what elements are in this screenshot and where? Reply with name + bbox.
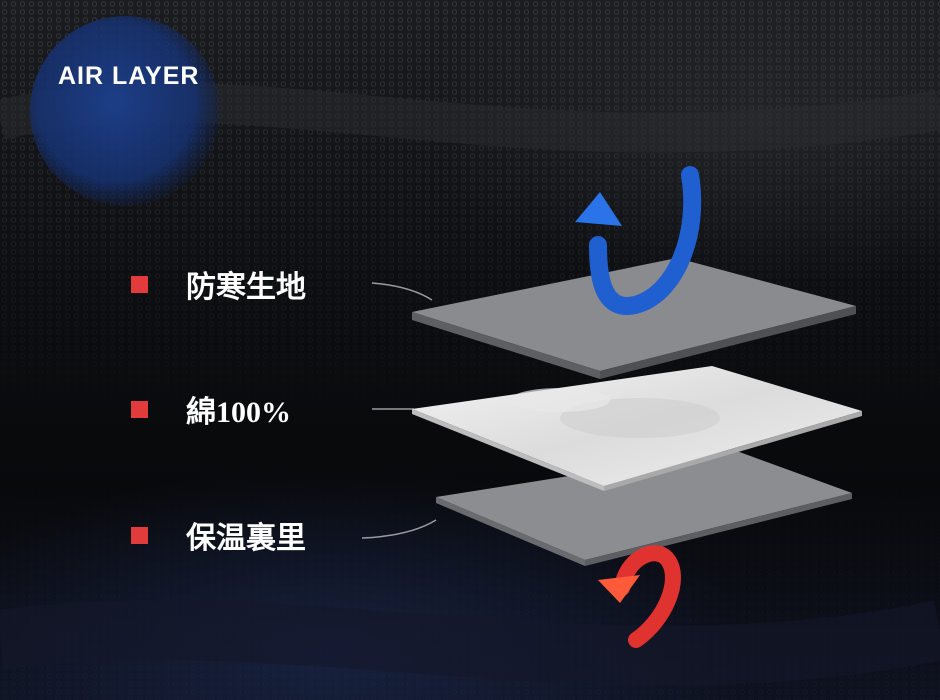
label-inner-lining: 保温裏里 [131,515,306,555]
cotton-layer [412,366,862,491]
label-outer-fabric: 防寒生地 [131,264,306,304]
layer-label: 防寒生地 [186,271,306,304]
red-curved-arrow-icon [598,545,681,648]
badge-title: AIR LAYER [58,62,200,90]
blue-curved-arrow-icon [575,166,702,315]
bullet-square [131,526,148,544]
outer-fabric-layer [412,258,856,379]
leader-line-outer [371,282,433,301]
layer-label: 保温裏里 [186,522,306,555]
bullet-square [131,400,148,418]
leader-line-inner [361,519,437,539]
label-cotton: 綿100% [131,389,291,429]
badge-circle [30,16,220,206]
bullet-square [131,275,148,293]
layer-label: 綿100% [186,396,291,429]
